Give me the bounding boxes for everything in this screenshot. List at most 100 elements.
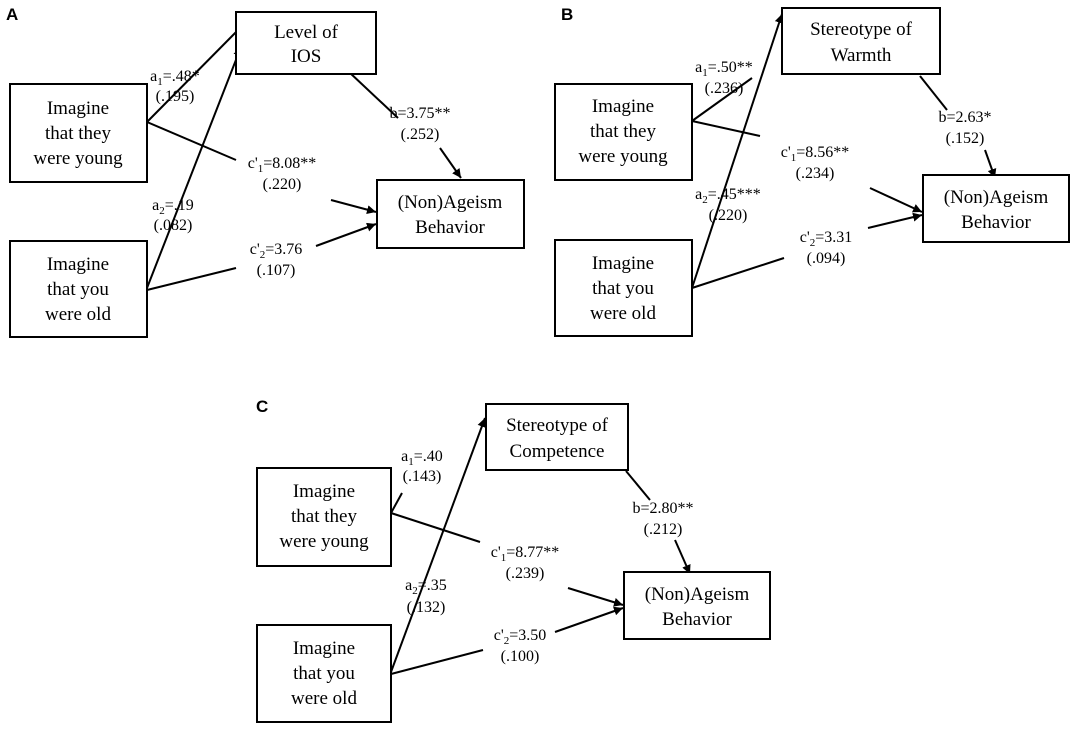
coef-b: b=2.63*	[938, 109, 991, 126]
path-b-line	[348, 71, 399, 119]
outcome-label-line1: (Non)Ageism	[398, 192, 503, 213]
predictor-young-box	[554, 83, 693, 181]
coef-c1-se: (.234)	[796, 165, 835, 182]
coef-a2: a2=.45***	[695, 186, 761, 206]
outcome-label-line1: (Non)Ageism	[944, 187, 1049, 208]
outcome-box	[922, 174, 1070, 243]
predictor-young-line1: Imagine	[293, 481, 355, 502]
mediator-label-line1: Stereotype of	[810, 19, 913, 40]
path-c1-line	[390, 512, 481, 543]
mediator-label-line2: Warmth	[831, 45, 892, 66]
predictor-old-box	[256, 624, 392, 723]
predictor-young-line3: were young	[279, 531, 369, 552]
path-a1-line	[691, 77, 753, 122]
panel-c: C Stereotype of Competence Imagine that …	[256, 397, 771, 723]
path-c1-arrow	[567, 587, 624, 607]
path-a1-line	[146, 23, 245, 123]
coef-a2-se: (.082)	[154, 217, 193, 234]
mediator-label-line2: IOS	[291, 46, 322, 67]
outcome-label-line2: Behavior	[961, 212, 1031, 233]
path-c2-arrow	[315, 222, 377, 247]
coef-c1-se: (.220)	[263, 176, 302, 193]
path-c2-line	[390, 649, 484, 675]
coef-a2-se: (.132)	[407, 599, 446, 616]
coef-b-se: (.212)	[644, 521, 683, 538]
predictor-young-line2: that they	[291, 506, 357, 527]
panel-label-c: C	[256, 397, 268, 416]
coef-c2-se: (.107)	[257, 262, 296, 279]
predictor-young-line2: that they	[590, 121, 656, 142]
outcome-label-line2: Behavior	[662, 609, 732, 630]
predictor-old-line3: were old	[45, 304, 111, 325]
mediator-box	[781, 7, 941, 75]
coef-a2: a2=.19	[152, 197, 194, 217]
coef-b-se: (.252)	[401, 126, 440, 143]
coef-a1-se: (.236)	[705, 80, 744, 97]
predictor-young-line1: Imagine	[47, 98, 109, 119]
predictor-young-line2: that they	[45, 123, 111, 144]
coef-a1-se: (.143)	[403, 468, 442, 485]
predictor-old-box	[554, 239, 693, 337]
path-b-arrow	[439, 147, 462, 179]
mediator-label-line1: Stereotype of	[506, 415, 609, 436]
coef-a1: a1=.40	[401, 448, 443, 468]
predictor-old-line2: that you	[293, 663, 355, 684]
coef-c1: c'1=8.08**	[248, 155, 317, 175]
coef-b: b=3.75**	[389, 105, 450, 122]
predictor-young-line1: Imagine	[592, 96, 654, 117]
predictor-old-line1: Imagine	[293, 638, 355, 659]
path-b-arrow	[674, 539, 691, 575]
predictor-young-line3: were young	[33, 148, 123, 169]
path-a2-arrow	[146, 46, 242, 289]
mediator-box	[235, 11, 377, 75]
predictor-young-box	[256, 467, 392, 567]
coef-a1: a1=.48*	[150, 68, 200, 88]
coef-c1: c'1=8.56**	[781, 144, 850, 164]
predictor-old-line1: Imagine	[592, 253, 654, 274]
predictor-young-line3: were young	[578, 146, 668, 167]
coef-a1-se: (.195)	[156, 88, 195, 105]
panel-label-b: B	[561, 5, 573, 24]
outcome-label-line1: (Non)Ageism	[645, 584, 750, 605]
path-a1-line	[390, 492, 403, 514]
coef-a2: a2=.35	[405, 577, 447, 597]
coef-c1: c'1=8.77**	[491, 544, 560, 564]
predictor-young-box	[9, 83, 148, 183]
predictor-old-line2: that you	[47, 279, 109, 300]
mediator-label-line2: Competence	[510, 441, 605, 462]
path-c1-line	[691, 120, 761, 137]
path-b-line	[919, 75, 948, 111]
path-a2-arrow	[691, 13, 784, 289]
panel-label-a: A	[6, 5, 18, 24]
coef-c2-se: (.094)	[807, 250, 846, 267]
coef-b-se: (.152)	[946, 130, 985, 147]
outcome-box	[376, 179, 525, 249]
outcome-box	[623, 571, 771, 640]
coef-c2: c'2=3.50	[494, 627, 547, 647]
mediator-box	[485, 403, 629, 471]
predictor-old-line3: were old	[590, 303, 656, 324]
coef-b: b=2.80**	[632, 500, 693, 517]
path-c1-line	[146, 121, 237, 161]
coef-a1: a1=.50**	[695, 59, 753, 79]
coef-c2: c'2=3.76	[250, 241, 303, 261]
predictor-old-box	[9, 240, 148, 338]
path-a2-arrow	[390, 417, 487, 673]
path-b-arrow	[984, 149, 997, 179]
predictor-old-line1: Imagine	[47, 254, 109, 275]
coef-c1-se: (.239)	[506, 565, 545, 582]
path-c1-arrow	[869, 187, 923, 213]
panel-a: A Level of IOS Imagine that they were yo…	[6, 5, 525, 338]
path-c2-line	[691, 257, 785, 289]
predictor-old-line2: that you	[592, 278, 654, 299]
coef-c2: c'2=3.31	[800, 229, 853, 249]
mediator-label-line1: Level of	[274, 22, 339, 43]
coef-a2-se: (.220)	[709, 207, 748, 224]
path-c1-arrow	[330, 199, 377, 215]
path-c2-arrow	[554, 606, 624, 633]
outcome-label-line2: Behavior	[415, 217, 485, 238]
path-c2-arrow	[867, 212, 923, 229]
path-c2-line	[146, 267, 237, 291]
predictor-old-line3: were old	[291, 688, 357, 709]
